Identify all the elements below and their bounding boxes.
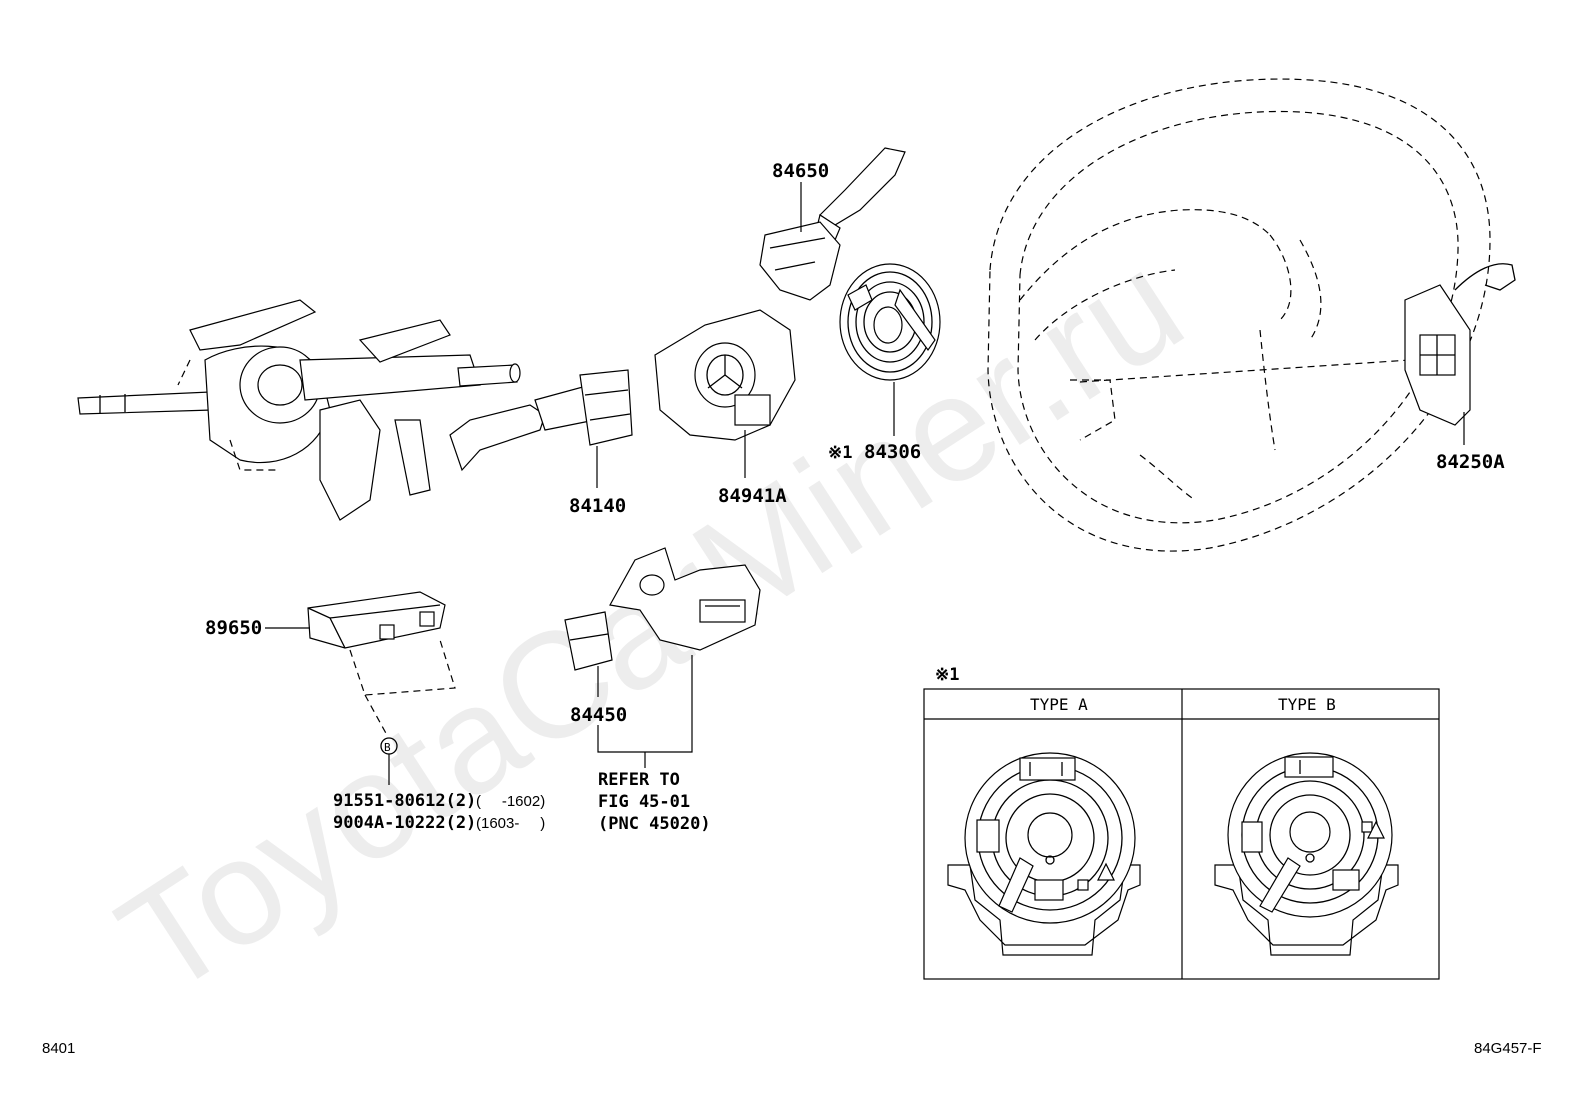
steering-wheel-outline [987,78,1491,552]
part-label-89650: 89650 [205,617,262,639]
refer-bracket [597,655,693,768]
variant-box-mark: ※1 [935,665,959,685]
part-label-84140: 84140 [569,495,626,517]
part-label-84941A: 84941A [718,485,787,507]
part-84450-switch: 84450 [564,611,627,726]
fastener-code-2: 9004A-10222(2) [333,813,476,833]
type-a-spiral-cable [947,752,1141,956]
part-84140-turn-signal-switch: 84140 [449,369,633,517]
steering-column-assembly [77,299,521,521]
part-84306-spiral-cable: ※1 84306 [828,263,941,463]
refer-line-3: (PNC 45020) [598,814,711,834]
fastener-range-2: (1603- ) [476,815,545,832]
footer-code-left: 8401 [42,1040,75,1057]
refer-line-1: REFER TO [598,770,680,790]
refer-line-2: FIG 45-01 [598,792,690,812]
type-b-spiral-cable [1214,752,1399,956]
part-label-84250A: 84250A [1436,451,1505,473]
variant-col-type-a: TYPE A [1030,695,1088,714]
part-84941A-steering-sensor: 84941A [654,309,796,507]
part-84650-wiper-switch: 84650 [759,147,906,301]
part-label-84650: 84650 [772,160,829,182]
fastener-list: 91551-80612(2) ( -1602) 9004A-10222(2) (… [333,791,545,833]
refer-note: REFER TO FIG 45-01 (PNC 45020) [598,770,711,834]
part-84250A-pad-switch: 84250A [1404,263,1516,473]
part-label-84450: 84450 [570,704,627,726]
part-84306-variant-mark: ※1 [828,443,852,463]
part-89650-ecu: 89650 B [205,591,456,785]
variant-box: ※1 TYPE A TYPE B [923,665,1440,980]
fastener-code-1: 91551-80612(2) [333,791,476,811]
part-label-84306: 84306 [864,441,921,463]
fastener-b-letter: B [384,741,391,754]
variant-col-type-b: TYPE B [1278,695,1336,714]
ignition-housing [609,547,761,651]
footer-code-right: 84G457-F [1474,1040,1542,1057]
fastener-range-1: ( -1602) [476,793,545,810]
